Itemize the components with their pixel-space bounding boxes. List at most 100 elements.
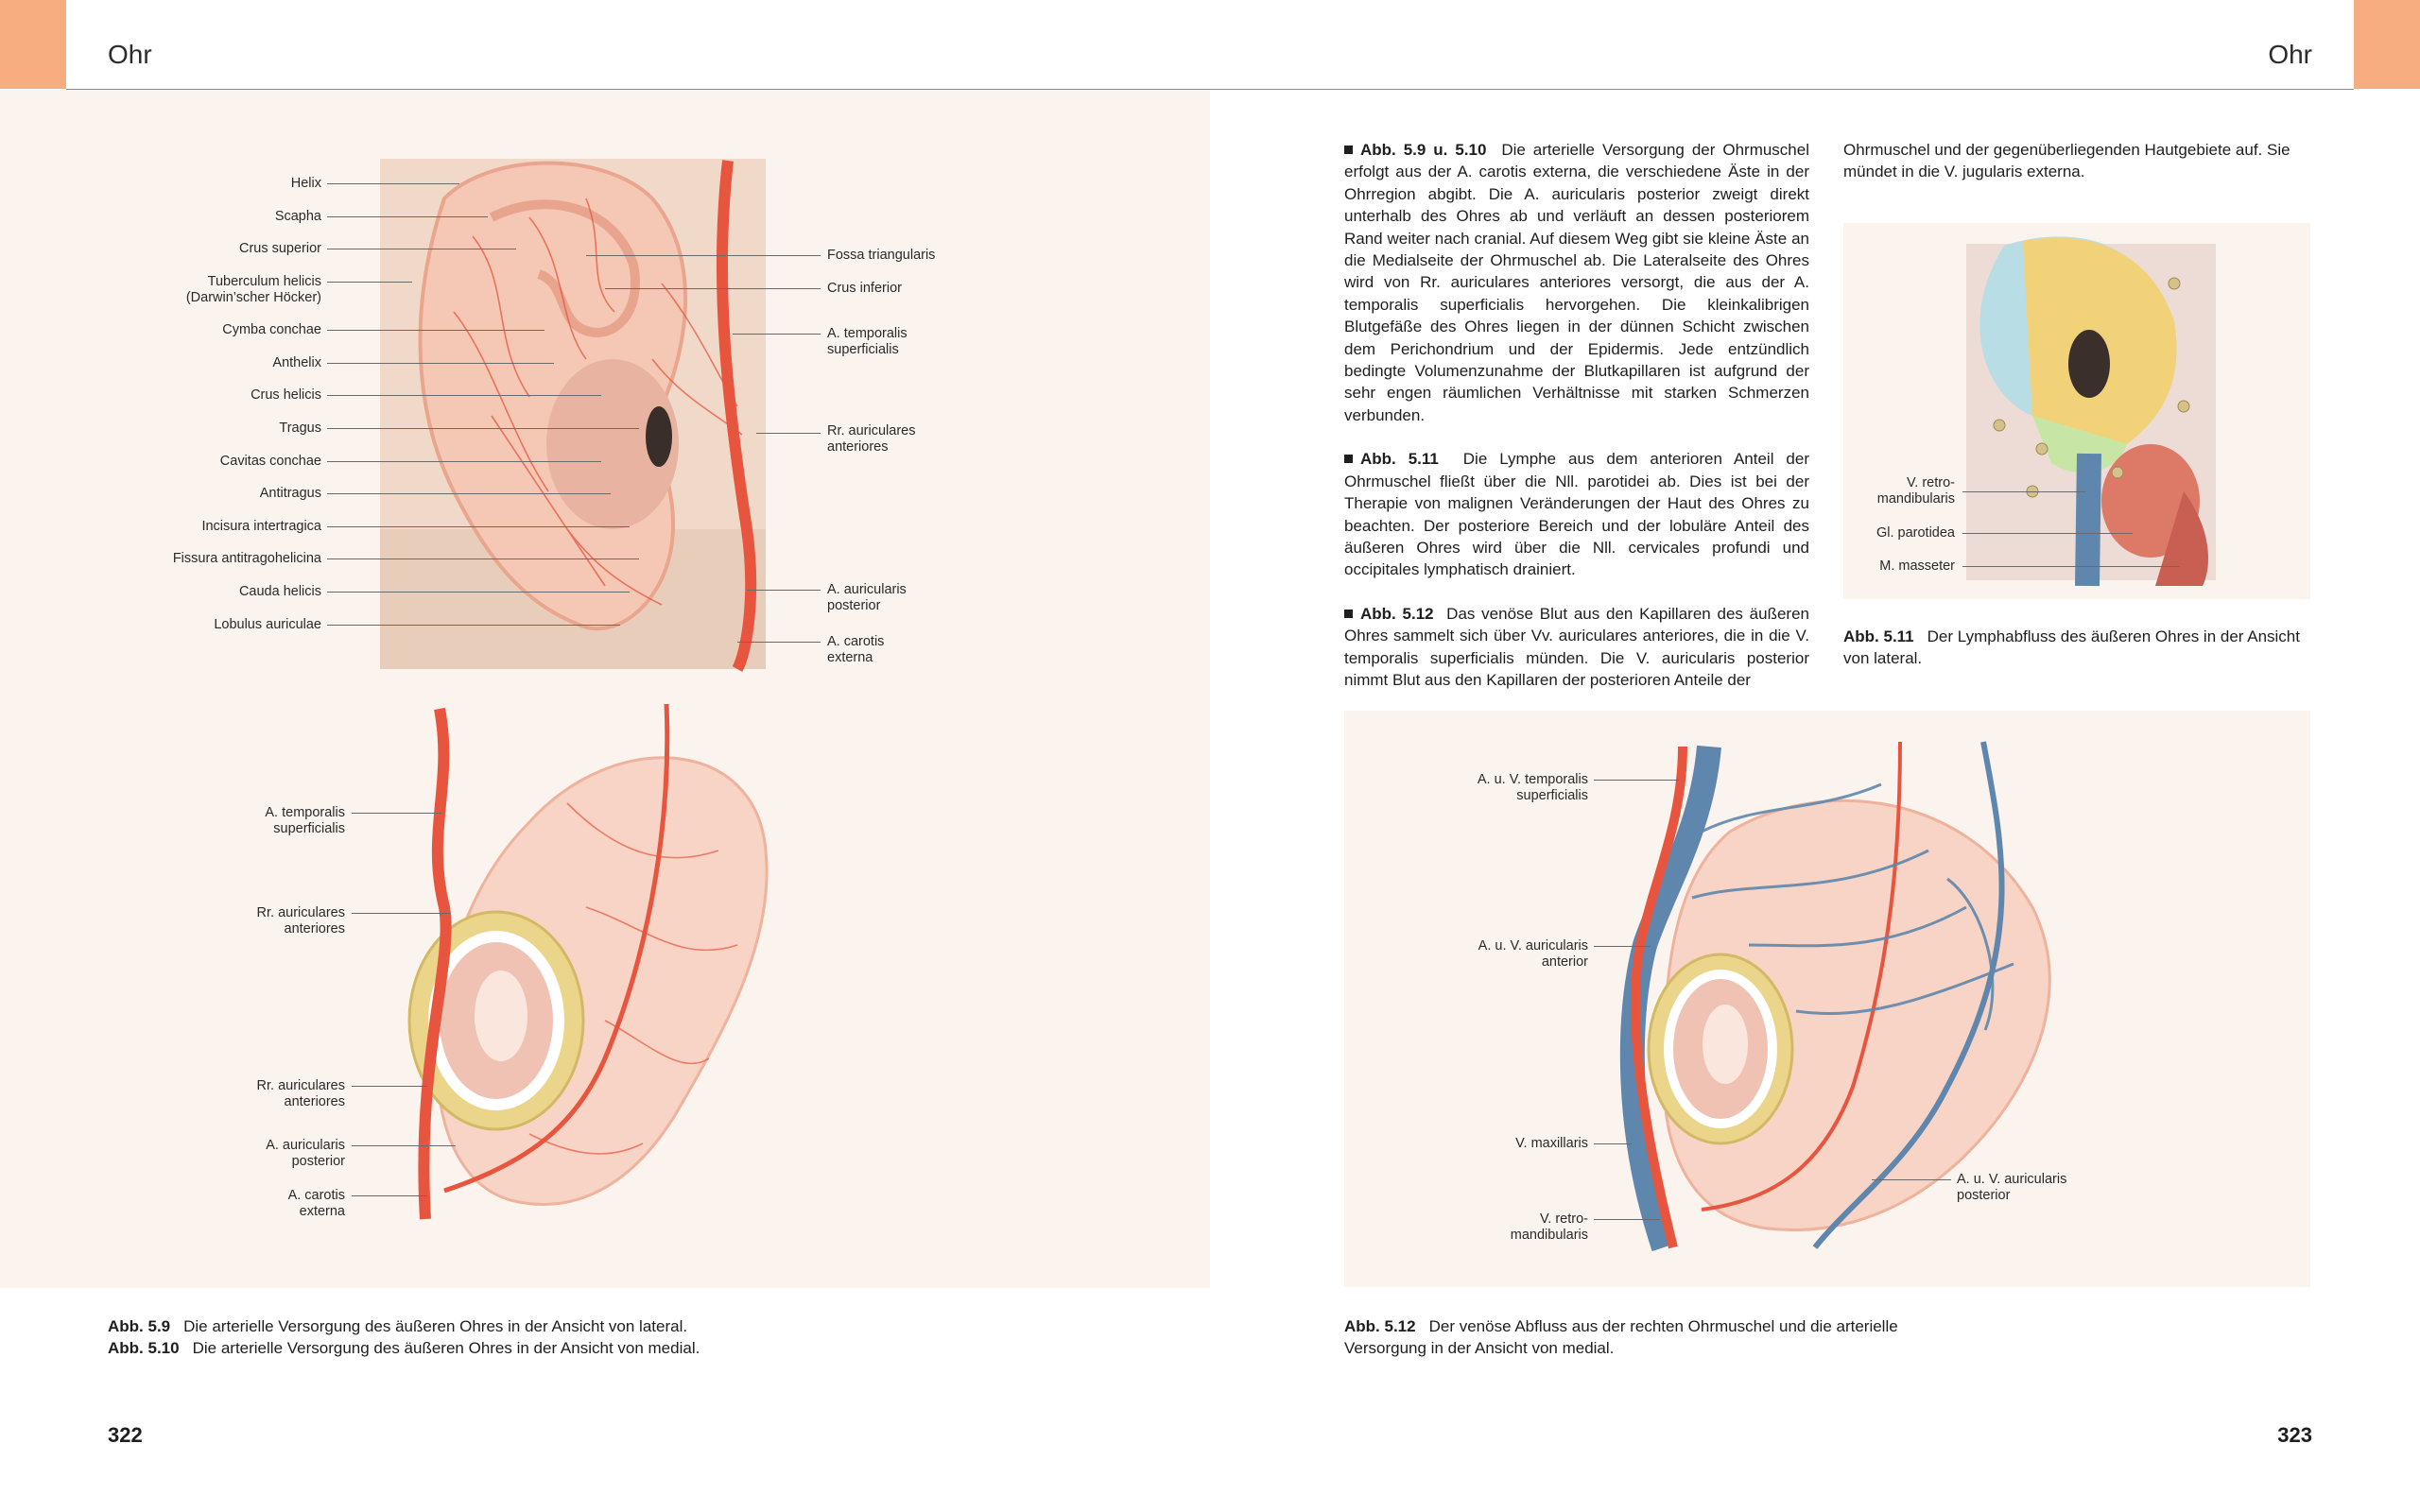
bullet-square-icon: [1344, 455, 1353, 464]
paragraph-text: Das venöse Blut aus den Kapillaren des ä…: [1344, 604, 1809, 689]
leader-line: [327, 625, 620, 626]
label-rr-auriculares-anteriores: Rr. auriculares anteriores: [827, 423, 916, 455]
leader-line: [327, 558, 639, 559]
label-v-retromandibularis: V. retro- mandibularis: [1876, 475, 1955, 507]
leader-line: [327, 216, 488, 217]
leader-line: [586, 255, 821, 256]
caption-abb-5-10: Abb. 5.10 Die arterielle Versorgung des ä…: [108, 1337, 1148, 1359]
label-a-temporalis-superficialis: A. temporalis superficialis: [827, 326, 908, 357]
leader-line: [327, 493, 611, 494]
caption-text: Die arterielle Versorgung des äußeren Oh…: [183, 1317, 688, 1335]
label-helix: Helix: [290, 176, 321, 191]
ear-lateral-illustration: [380, 159, 766, 672]
leader-line: [737, 642, 821, 643]
bullet-square-icon: [1344, 146, 1353, 154]
leader-line: [747, 590, 821, 591]
paragraph-ref: Abb. 5.12: [1360, 604, 1434, 623]
header-rule-left: [66, 89, 1210, 90]
label-fossa-triangularis: Fossa triangularis: [827, 248, 936, 263]
leader-line: [1594, 1143, 1632, 1144]
running-header-right: Ohr: [2268, 40, 2312, 69]
chapter-tab-right: [2354, 0, 2420, 89]
leader-line: [1962, 491, 2085, 492]
paragraph-text: Die Lymphe aus dem anterioren Anteil der…: [1344, 450, 1810, 579]
label-a-u-v-temporalis-superficialis: A. u. V. temporalis superficialis: [1477, 772, 1588, 803]
label-cauda-helicis: Cauda helicis: [238, 584, 321, 599]
leader-line: [352, 1195, 427, 1196]
caption-ref: Abb. 5.11: [1843, 627, 1914, 645]
leader-line: [1962, 566, 2180, 567]
leader-line: [1594, 1219, 1660, 1220]
caption-ref: Abb. 5.12: [1344, 1317, 1416, 1335]
label-a-u-v-auricularis-posterior: A. u. V. auricularis posterior: [1957, 1172, 2067, 1203]
caption-text: Der Lymphabfluss des äußeren Ohres in de…: [1843, 627, 2300, 668]
leader-line: [352, 813, 441, 814]
body-text-column-1: Abb. 5.9 u. 5.10 Die arterielle Versorgu…: [1344, 139, 1809, 713]
leader-line: [327, 282, 412, 283]
paragraph-abb-5-9-5-10: Abb. 5.9 u. 5.10 Die arterielle Versorgu…: [1344, 139, 1809, 426]
caption-ref: Abb. 5.9: [108, 1317, 171, 1335]
caption-text: Die arterielle Versorgung des äußeren Oh…: [192, 1339, 700, 1358]
leader-line: [327, 428, 639, 429]
label-m-masseter: M. masseter: [1879, 558, 1955, 574]
leader-line: [327, 395, 601, 396]
caption-abb-5-9: Abb. 5.9 Die arterielle Versorgung des äu…: [108, 1315, 1148, 1337]
label-a-auricularis-posterior: A. auricularis posterior: [827, 582, 907, 613]
page-number-left: 322: [108, 1423, 143, 1447]
label-lobulus-auriculae: Lobulus auriculae: [214, 617, 321, 632]
chapter-tab-left: [0, 0, 66, 89]
label-tuberculum-helicis: Tuberculum helicis (Darwin’scher Höcker): [185, 274, 321, 305]
leader-line: [327, 592, 630, 593]
label-cavitas-conchae: Cavitas conchae: [219, 454, 321, 469]
header-rule-right: [1210, 89, 2354, 90]
label-cymba-conchae: Cymba conchae: [222, 322, 321, 337]
label-crus-superior: Crus superior: [238, 241, 321, 256]
label-v-maxillaris: V. maxillaris: [1515, 1136, 1588, 1151]
leader-line: [733, 334, 821, 335]
leader-line: [327, 363, 554, 364]
label-a-carotis-externa-medial: A. carotis externa: [287, 1188, 345, 1219]
label-fissura-antitragohelicina: Fissura antitragohelicina: [172, 551, 321, 566]
label-crus-helicis: Crus helicis: [251, 387, 321, 403]
label-incisura-intertragica: Incisura intertragica: [201, 519, 321, 534]
lymph-drainage-illustration: [1966, 236, 2216, 587]
leader-line: [1594, 780, 1679, 781]
paragraph-ref: Abb. 5.11: [1360, 450, 1439, 469]
bullet-square-icon: [1344, 609, 1353, 618]
label-a-temporalis-superficialis-medial: A. temporalis superficialis: [265, 805, 345, 836]
label-tragus: Tragus: [279, 421, 321, 436]
caption-ref: Abb. 5.10: [108, 1339, 180, 1358]
label-crus-inferior: Crus inferior: [827, 281, 902, 296]
paragraph-ref: Abb. 5.9 u. 5.10: [1360, 141, 1487, 159]
leader-line: [352, 1086, 427, 1087]
label-scapha: Scapha: [274, 209, 321, 224]
label-a-carotis-externa: A. carotis externa: [827, 634, 885, 665]
leader-line: [352, 913, 451, 914]
label-a-auricularis-posterior-medial: A. auricularis posterior: [266, 1138, 345, 1169]
leader-line: [1872, 1179, 1951, 1180]
venous-drainage-illustration: [1619, 741, 2051, 1252]
label-gl-parotidea: Gl. parotidea: [1876, 525, 1955, 541]
leader-line: [605, 288, 821, 289]
label-a-u-v-auricularis-anterior: A. u. V. auricularis anterior: [1478, 938, 1588, 970]
leader-line: [756, 433, 821, 434]
label-antitragus: Antitragus: [259, 486, 321, 501]
leader-line: [1594, 946, 1651, 947]
leader-line: [327, 330, 544, 331]
leader-line: [327, 526, 630, 527]
leader-line: [327, 183, 459, 184]
page-number-right: 323: [2277, 1423, 2312, 1447]
label-v-retromandibularis-5-12: V. retro- mandibularis: [1510, 1211, 1588, 1243]
ear-medial-illustration: [407, 703, 769, 1220]
paragraph-text: Die arterielle Versorgung der Ohrmuschel…: [1344, 141, 1809, 424]
leader-line: [352, 1145, 456, 1146]
label-rr-auriculares-anteriores-lower: Rr. auriculares anteriores: [256, 1078, 345, 1109]
paragraph-abb-5-12: Abb. 5.12 Das venöse Blut aus den Kapill…: [1344, 603, 1809, 692]
paragraph-abb-5-11: Abb. 5.11 Die Lymphe aus dem anterioren …: [1344, 448, 1809, 580]
running-header-left: Ohr: [108, 40, 152, 69]
body-text-column-2: Ohrmuschel und der gegenüberliegenden Ha…: [1843, 141, 2290, 181]
caption-text: Der venöse Abfluss aus der rechten Ohrmu…: [1344, 1317, 1898, 1358]
